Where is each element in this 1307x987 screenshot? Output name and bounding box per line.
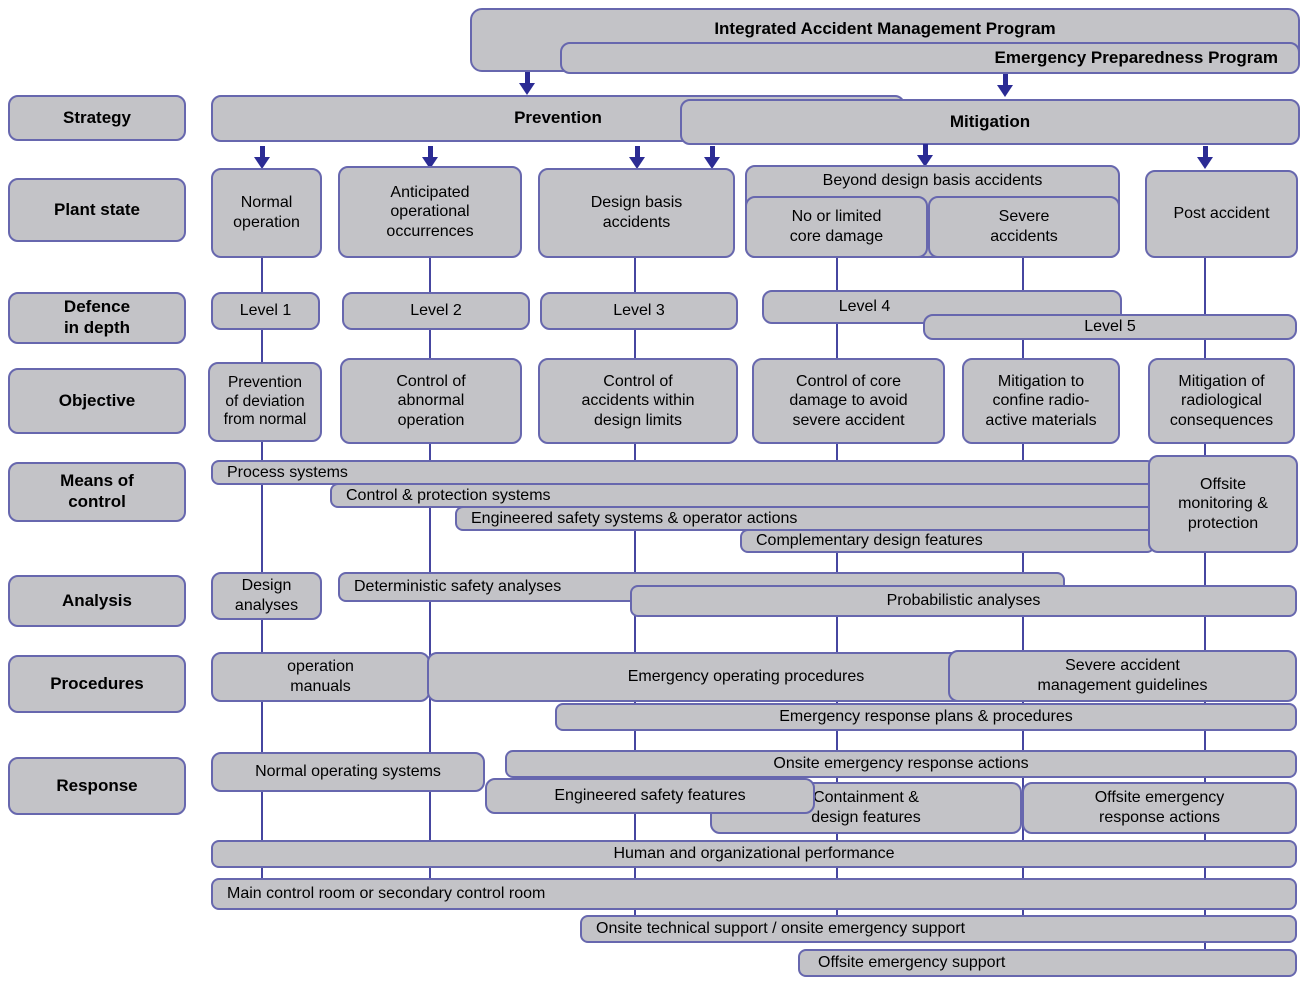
means-engineered-safety-bar: Engineered safety systems & operator act… xyxy=(455,506,1155,531)
plant-state-no-core-damage: No or limited core damage xyxy=(745,196,928,258)
row-label-procedures: Procedures xyxy=(8,655,186,713)
emergency-preparedness-program-box: Emergency Preparedness Program xyxy=(560,42,1300,74)
objective-mitigation-confine: Mitigation to confine radio- active mate… xyxy=(962,358,1120,444)
response-esf-box: Engineered safety features xyxy=(485,778,815,814)
defence-level-5: Level 5 xyxy=(923,314,1297,340)
row-label-response: Response xyxy=(8,757,186,815)
defence-level-1: Level 1 xyxy=(211,292,320,330)
down-arrow-icon xyxy=(1197,146,1213,169)
procedures-operation-manuals: operation manuals xyxy=(211,652,430,702)
row-label-defence-in-depth: Defence in depth xyxy=(8,292,186,344)
means-complementary-bar: Complementary design features xyxy=(740,529,1155,553)
defence-level-3: Level 3 xyxy=(540,292,738,330)
objective-control-accidents: Control of accidents within design limit… xyxy=(538,358,738,444)
plant-state-normal-operation: Normal operation xyxy=(211,168,322,258)
main-control-room-bar: Main control room or secondary control r… xyxy=(211,878,1297,910)
analysis-probabilistic-bar: Probabilistic analyses xyxy=(630,585,1297,617)
down-arrow-icon xyxy=(629,146,645,169)
plant-state-aoo: Anticipated operational occurrences xyxy=(338,166,522,258)
offsite-support-bar: Offsite emergency support xyxy=(798,949,1297,977)
response-offsite-actions-box: Offsite emergency response actions xyxy=(1022,782,1297,834)
response-onsite-actions-bar: Onsite emergency response actions xyxy=(505,750,1297,778)
onsite-support-bar: Onsite technical support / onsite emerge… xyxy=(580,915,1297,943)
down-arrow-icon xyxy=(704,146,720,169)
down-arrow-icon xyxy=(917,144,933,167)
down-arrow-icon xyxy=(997,74,1013,97)
plant-state-dba: Design basis accidents xyxy=(538,168,735,258)
means-control-protection-bar: Control & protection systems xyxy=(330,483,1155,508)
means-process-systems-bar: Process systems xyxy=(211,460,1155,485)
connector-line-aoo xyxy=(429,258,431,880)
down-arrow-icon xyxy=(254,146,270,169)
row-label-analysis: Analysis xyxy=(8,575,186,627)
down-arrow-icon xyxy=(519,72,535,95)
response-normal-operating-box: Normal operating systems xyxy=(211,752,485,792)
procedures-samg-box: Severe accident management guidelines xyxy=(948,650,1297,702)
objective-mitigation-radiological: Mitigation of radiological consequences xyxy=(1148,358,1295,444)
analysis-design-analyses: Design analyses xyxy=(211,572,322,620)
plant-state-severe-accidents: Severe accidents xyxy=(928,196,1120,258)
connector-line-normal-operation xyxy=(261,258,263,880)
objective-control-abnormal: Control of abnormal operation xyxy=(340,358,522,444)
human-performance-bar: Human and organizational performance xyxy=(211,840,1297,868)
defence-level-2: Level 2 xyxy=(342,292,530,330)
row-label-plant-state: Plant state xyxy=(8,178,186,242)
row-label-strategy: Strategy xyxy=(8,95,186,141)
row-label-objective: Objective xyxy=(8,368,186,434)
row-label-means-of-control: Means of control xyxy=(8,462,186,522)
objective-prevention-deviation: Prevention of deviation from normal xyxy=(208,362,322,442)
objective-control-core-damage: Control of core damage to avoid severe a… xyxy=(752,358,945,444)
procedures-erpp-bar: Emergency response plans & procedures xyxy=(555,703,1297,731)
plant-state-post-accident: Post accident xyxy=(1145,170,1298,258)
mitigation-box: Mitigation xyxy=(680,99,1300,145)
means-offsite-monitoring-box: Offsite monitoring & protection xyxy=(1148,455,1298,553)
